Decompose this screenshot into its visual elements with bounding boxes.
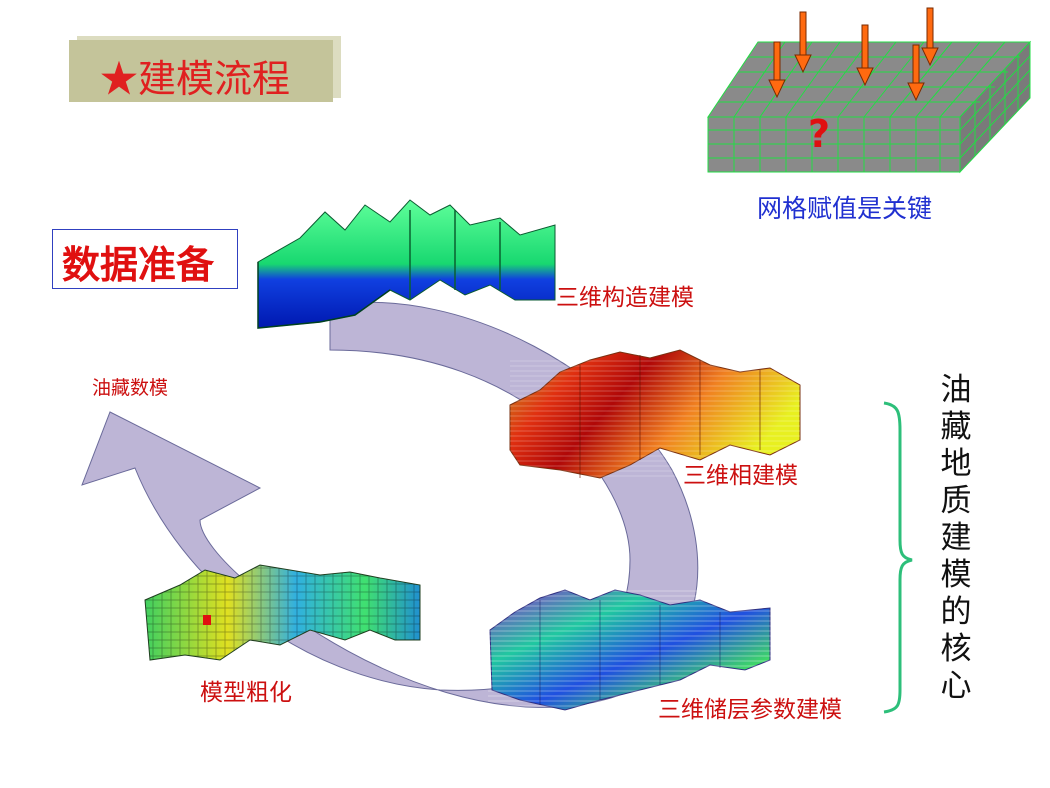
green-brace	[883, 401, 913, 714]
facies-model-image	[509, 349, 801, 480]
upscaled-model-image	[144, 564, 421, 661]
data-prep-label: 数据准备	[62, 243, 215, 287]
pin-arrow-5	[907, 44, 925, 102]
page-title: ★建模流程	[100, 57, 291, 101]
pin-arrow-3	[856, 24, 874, 87]
data-prep-box	[52, 229, 238, 289]
upscaling-label: 模型粗化	[200, 680, 292, 706]
structure-model-image	[257, 199, 556, 329]
pin-arrow-1	[768, 41, 786, 99]
pin-arrow-2	[794, 11, 812, 74]
core-label: 油藏地质建模的核心	[940, 372, 972, 704]
pin-arrow-4	[921, 7, 939, 67]
facies-modeling-label: 三维相建模	[683, 463, 798, 489]
question-mark: ?	[808, 112, 831, 156]
reservoir-simulation-label: 油藏数模	[92, 377, 169, 399]
parameter-modeling-label: 三维储层参数建模	[658, 697, 842, 723]
pin-arrows	[768, 7, 939, 102]
grid-block-image	[707, 40, 1032, 174]
title-box	[69, 40, 333, 102]
grid-caption: 网格赋值是关键	[757, 194, 933, 223]
parameter-model-image	[488, 589, 772, 715]
structure-modeling-label: 三维构造建模	[556, 285, 694, 311]
